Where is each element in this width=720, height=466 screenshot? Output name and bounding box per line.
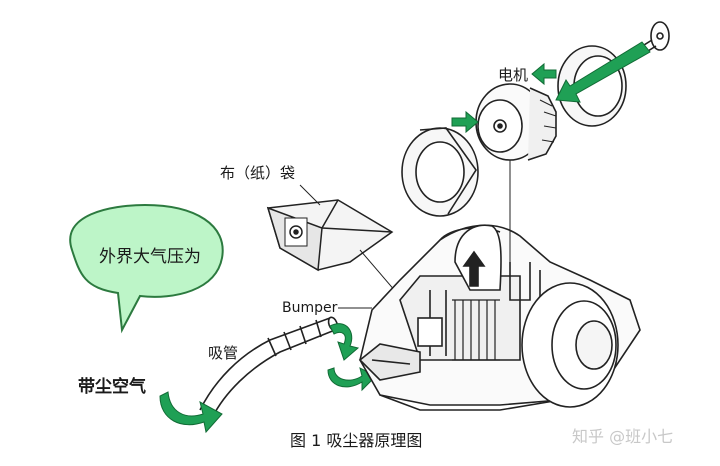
airflow-arrows xyxy=(451,41,651,134)
airflow-arrow-small xyxy=(531,62,557,86)
motor-label: 电机 xyxy=(498,66,528,84)
figure-caption: 图 1 吸尘器原理图 xyxy=(290,431,422,450)
rear-wheel xyxy=(521,282,619,408)
motor xyxy=(475,83,557,161)
airflow-arrow-right xyxy=(451,110,479,134)
airflow-arrow-long xyxy=(555,41,651,103)
bag-label: 布（纸）袋 xyxy=(220,164,295,182)
bag-leader-line xyxy=(299,184,321,206)
hose-label: 吸管 xyxy=(208,344,238,362)
atmosphere-label: 外界大气压为 xyxy=(99,247,201,267)
bag xyxy=(266,199,394,272)
atmosphere-bubble: 外界大气压为 xyxy=(69,203,224,334)
bumper-label: Bumper xyxy=(282,300,338,316)
dusty-air-label: 带尘空气 xyxy=(78,376,146,397)
front-cover-ring xyxy=(401,127,479,217)
dusty-air-arrow xyxy=(159,391,223,434)
bumper-arrow-upper xyxy=(329,323,360,361)
bumper-arrow-lower xyxy=(327,367,377,392)
hose xyxy=(199,316,339,419)
watermark: 知乎 @班小七 xyxy=(572,427,673,446)
